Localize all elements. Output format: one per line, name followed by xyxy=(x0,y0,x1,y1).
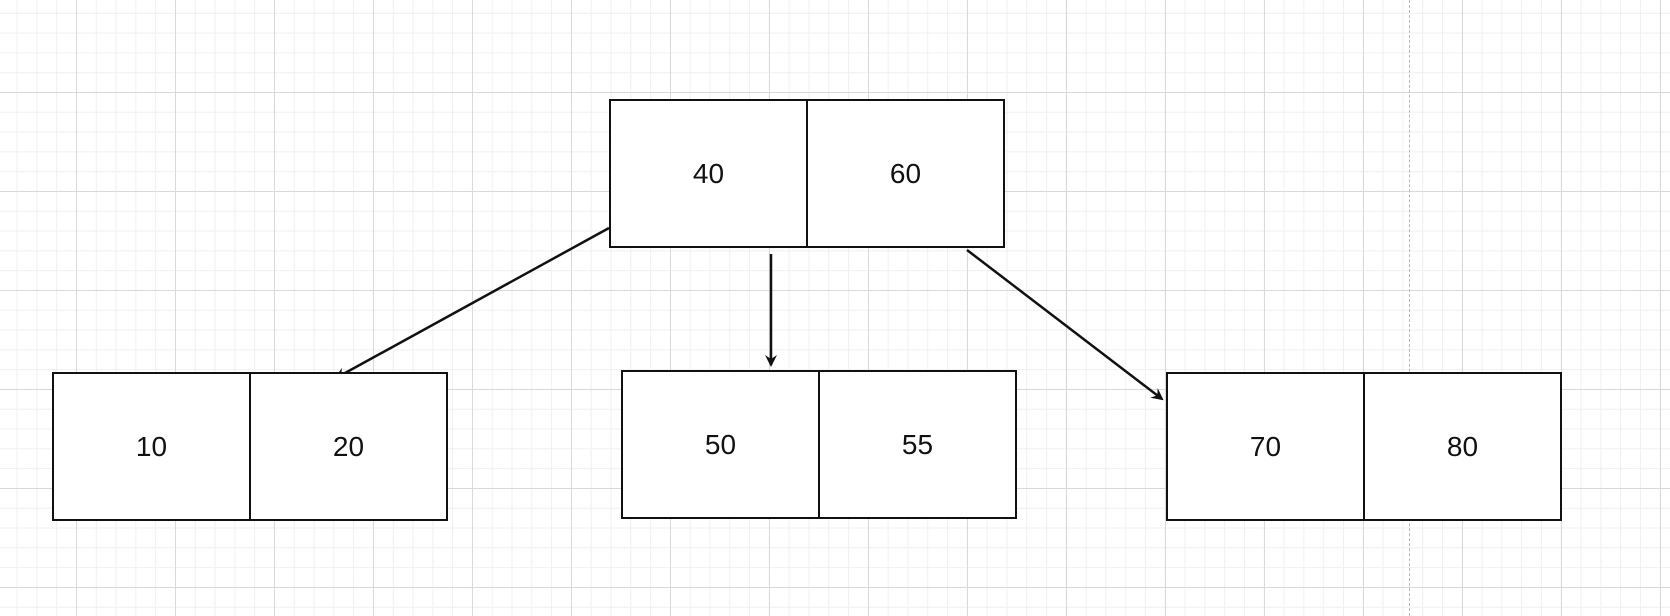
root-node: 40 60 xyxy=(609,99,1005,248)
left-child-key-1: 10 xyxy=(54,374,249,519)
middle-child-key-2: 55 xyxy=(818,372,1015,517)
left-child-node: 10 20 xyxy=(52,372,448,521)
edge-root-to-right xyxy=(966,249,1164,401)
left-child-key-2: 20 xyxy=(249,374,446,519)
edge-root-to-left xyxy=(334,226,610,380)
right-child-node: 70 80 xyxy=(1166,372,1562,521)
right-child-key-2: 80 xyxy=(1363,374,1560,519)
root-key-1: 40 xyxy=(611,101,806,246)
page-break-line xyxy=(1409,0,1410,616)
root-key-2: 60 xyxy=(806,101,1003,246)
middle-child-key-1: 50 xyxy=(623,372,818,517)
right-child-key-1: 70 xyxy=(1168,374,1363,519)
middle-child-node: 50 55 xyxy=(621,370,1017,519)
